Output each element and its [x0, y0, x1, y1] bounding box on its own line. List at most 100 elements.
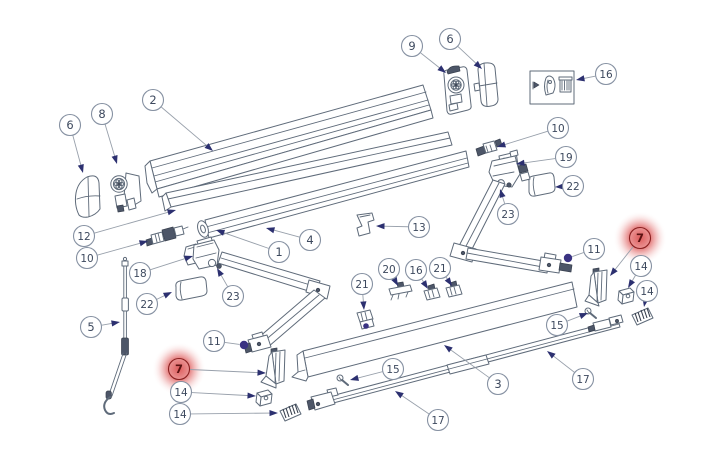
callout-number-23[interactable]: 23 [501, 209, 514, 221]
callout-circle-21[interactable] [350, 272, 374, 296]
callout-number-22[interactable]: 22 [566, 181, 579, 193]
callout-number-7[interactable]: 7 [636, 231, 644, 245]
callout-number-4[interactable]: 4 [306, 233, 313, 247]
callout-number-14[interactable]: 14 [634, 261, 648, 273]
leader-line [449, 348, 490, 378]
callout-circle-23[interactable] [496, 202, 520, 226]
callout-circle-15[interactable] [381, 357, 405, 381]
callout-circle-17[interactable] [426, 408, 450, 432]
callout-number-23[interactable]: 23 [226, 291, 239, 303]
callout-number-5[interactable]: 5 [87, 320, 94, 334]
callout-number-15[interactable]: 15 [386, 364, 399, 376]
leader-line [572, 252, 584, 257]
callout-number-14[interactable]: 14 [173, 409, 187, 421]
callout-number-6[interactable]: 6 [66, 118, 73, 132]
leader-line [400, 394, 430, 415]
callout-number-15[interactable]: 15 [550, 320, 563, 332]
grooved-wedge-left [279, 403, 302, 422]
leader-arrowhead [111, 154, 118, 164]
wall-bracket [356, 212, 375, 237]
callout-circle-7[interactable] [167, 357, 191, 381]
callout-number-12[interactable]: 12 [77, 231, 90, 243]
pivot-dot [239, 340, 249, 350]
callout-circle-9[interactable] [400, 34, 424, 58]
callout-number-17[interactable]: 17 [431, 415, 444, 427]
callout-16-24: 16 [404, 258, 428, 289]
callout-circle-17[interactable] [571, 367, 595, 391]
callout-circle-22[interactable] [561, 174, 585, 198]
highlight-glow-7 [613, 211, 667, 265]
leader-line [522, 158, 556, 164]
callout-number-11[interactable]: 11 [587, 244, 600, 256]
callout-number-20[interactable]: 20 [382, 264, 395, 276]
callout-number-7[interactable]: 7 [175, 362, 183, 376]
callout-number-10[interactable]: 10 [80, 253, 93, 265]
callout-17-35: 17 [395, 391, 450, 432]
callout-number-21[interactable]: 21 [433, 263, 446, 275]
callout-circle-11[interactable] [582, 237, 606, 261]
right-gear-bracket [443, 65, 472, 115]
callout-circle-23[interactable] [221, 284, 245, 308]
highlight-glow-7 [152, 342, 206, 396]
callout-circle-11[interactable] [202, 329, 226, 353]
callout-circle-8[interactable] [90, 102, 114, 126]
callout-number-14[interactable]: 14 [640, 286, 654, 298]
callout-number-18[interactable]: 18 [133, 268, 146, 280]
callout-circle-2[interactable] [141, 88, 165, 112]
callout-number-22[interactable]: 22 [140, 299, 153, 311]
callout-circle-13[interactable] [407, 215, 431, 239]
callout-number-19[interactable]: 19 [559, 152, 572, 164]
callout-number-13[interactable]: 13 [412, 222, 425, 234]
callout-number-17[interactable]: 17 [576, 374, 589, 386]
callout-circle-7[interactable] [628, 226, 652, 250]
leader-line [420, 52, 441, 69]
leader-line [552, 354, 575, 373]
callout-circle-22[interactable] [135, 292, 159, 316]
callout-8-1: 8 [90, 102, 118, 164]
callout-number-16[interactable]: 16 [599, 69, 613, 81]
callout-circle-15[interactable] [545, 313, 569, 337]
leader-arrowhead [77, 163, 84, 173]
screw-dot [363, 323, 369, 329]
callout-number-6[interactable]: 6 [446, 32, 453, 46]
leader-arrowhead [395, 391, 404, 399]
callout-number-16[interactable]: 16 [409, 265, 423, 277]
leader-line [224, 342, 240, 345]
callout-circle-18[interactable] [128, 261, 152, 285]
callout-number-8[interactable]: 8 [98, 107, 105, 121]
callout-circle-14[interactable] [168, 402, 192, 426]
leader-line [104, 124, 116, 158]
callout-circle-21[interactable] [428, 256, 452, 280]
callout-circle-10[interactable] [546, 116, 570, 140]
callout-circle-10[interactable] [75, 246, 99, 270]
callout-circle-1[interactable] [267, 240, 291, 264]
callout-circle-20[interactable] [377, 257, 401, 281]
leader-line [72, 135, 82, 167]
callout-number-11[interactable]: 11 [207, 336, 220, 348]
callout-circle-5[interactable] [79, 315, 103, 339]
callout-number-2[interactable]: 2 [149, 93, 156, 107]
callout-circle-14[interactable] [629, 254, 653, 278]
callout-number-3[interactable]: 3 [494, 377, 501, 391]
callout-circle-14[interactable] [169, 380, 193, 404]
callout-circle-19[interactable] [554, 145, 578, 169]
callout-21-25: 21 [428, 256, 452, 286]
callout-circle-16[interactable] [404, 258, 428, 282]
callout-10-6: 10 [497, 116, 570, 148]
callout-10-12: 10 [75, 240, 148, 270]
callout-circle-6[interactable] [58, 113, 82, 137]
callout-14-21: 14 [169, 380, 256, 404]
callout-number-14[interactable]: 14 [174, 387, 188, 399]
callout-circle-4[interactable] [298, 228, 322, 252]
callout-number-1[interactable]: 1 [275, 245, 282, 259]
callout-number-21[interactable]: 21 [355, 279, 368, 291]
leader-arrowhead [350, 374, 360, 381]
callout-14-22: 14 [168, 402, 278, 426]
callout-number-9[interactable]: 9 [408, 39, 415, 53]
callout-number-10[interactable]: 10 [551, 123, 564, 135]
callout-circle-12[interactable] [72, 224, 96, 248]
callout-circle-6[interactable] [438, 27, 462, 51]
callout-circle-3[interactable] [486, 372, 510, 396]
callout-circle-16[interactable] [594, 62, 618, 86]
callout-circle-14[interactable] [635, 279, 659, 303]
